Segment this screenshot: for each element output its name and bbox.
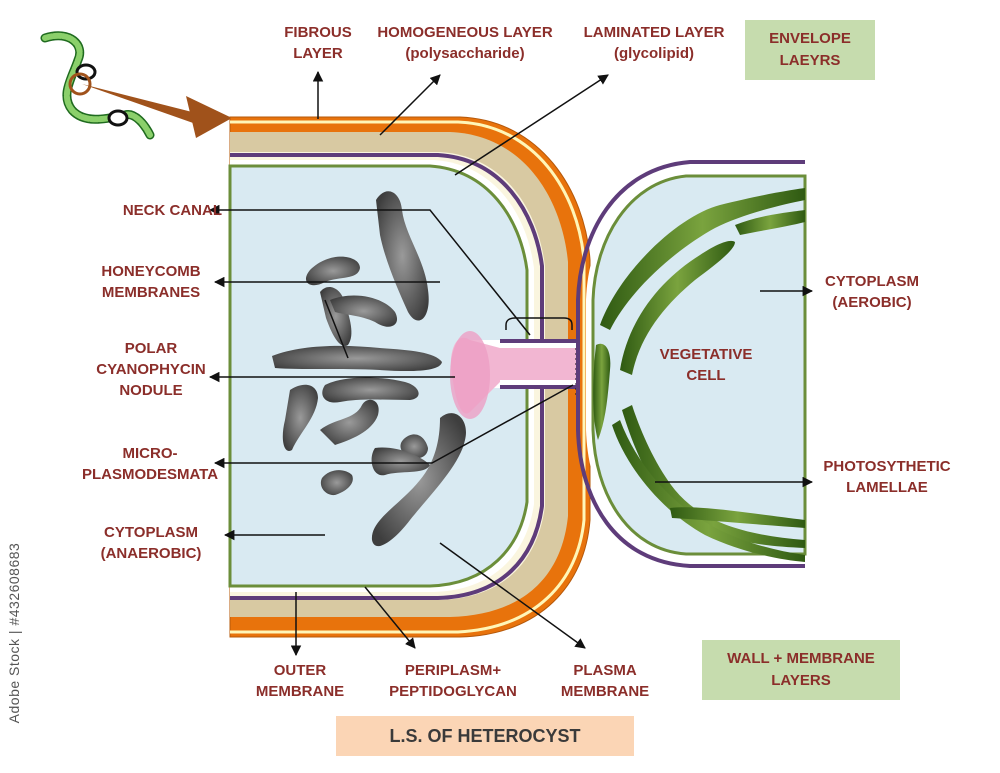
cytoplasm-aerobic-label: CYTOPLASM (AEROBIC) [825, 273, 919, 311]
cytoplasm-anaerobic-label: CYTOPLASM (ANAEROBIC) [100, 524, 202, 562]
watermark: Adobe Stock | #432608683 [6, 528, 24, 738]
photosynthetic-lamellae-shapes [593, 188, 805, 562]
heterocyst-cell [228, 116, 591, 638]
homogeneous-layer-label: HOMOGENEOUS LAYER (polysaccharide) [377, 24, 553, 62]
pointer-arrow-icon [82, 84, 232, 138]
microplasmodesmata-label: MICRO- PLASMODESMATA [81, 445, 219, 483]
vegetative-cell-label: VEGETATIVE CELL [659, 346, 753, 384]
fibrous-layer-label: FIBROUS LAYER [284, 24, 352, 62]
watermark-text: Adobe Stock | #432608683 [6, 542, 22, 724]
outer-membrane-shape [230, 153, 544, 600]
photosynthetic-lamellae-label: PHOTOSYTHETIC LAMELLAE [823, 458, 951, 496]
polar-nodule-core [450, 331, 490, 419]
envelope-layers-box: ENVELOPE LAEYRS [745, 20, 875, 80]
leader-lines [208, 70, 814, 657]
outer-membrane-label: OUTER MEMBRANE [255, 662, 345, 700]
honeycomb-membranes-label: HONEYCOMB MEMBRANES [101, 263, 201, 301]
plasma-membrane-shape [228, 164, 529, 588]
filament-thumbnail [40, 31, 155, 140]
periplasm-label: PERIPLASM+ PEPTIDOGLYCAN [389, 662, 517, 700]
neck-canal-label: NECK CANAL [122, 202, 222, 219]
honeycomb-membranes-shapes [272, 191, 466, 547]
plasma-membrane-label: PLASMA MEMBRANE [560, 662, 650, 700]
laminated-layer-label: LAMINATED LAYER (glycolipid) [583, 24, 725, 62]
diagram-title: L.S. OF HETEROCYST [336, 716, 634, 756]
wall-membrane-layers-box: WALL + MEMBRANE LAYERS [702, 640, 900, 700]
polar-nodule-label: POLAR CYANOPHYCIN NODULE [96, 340, 206, 399]
